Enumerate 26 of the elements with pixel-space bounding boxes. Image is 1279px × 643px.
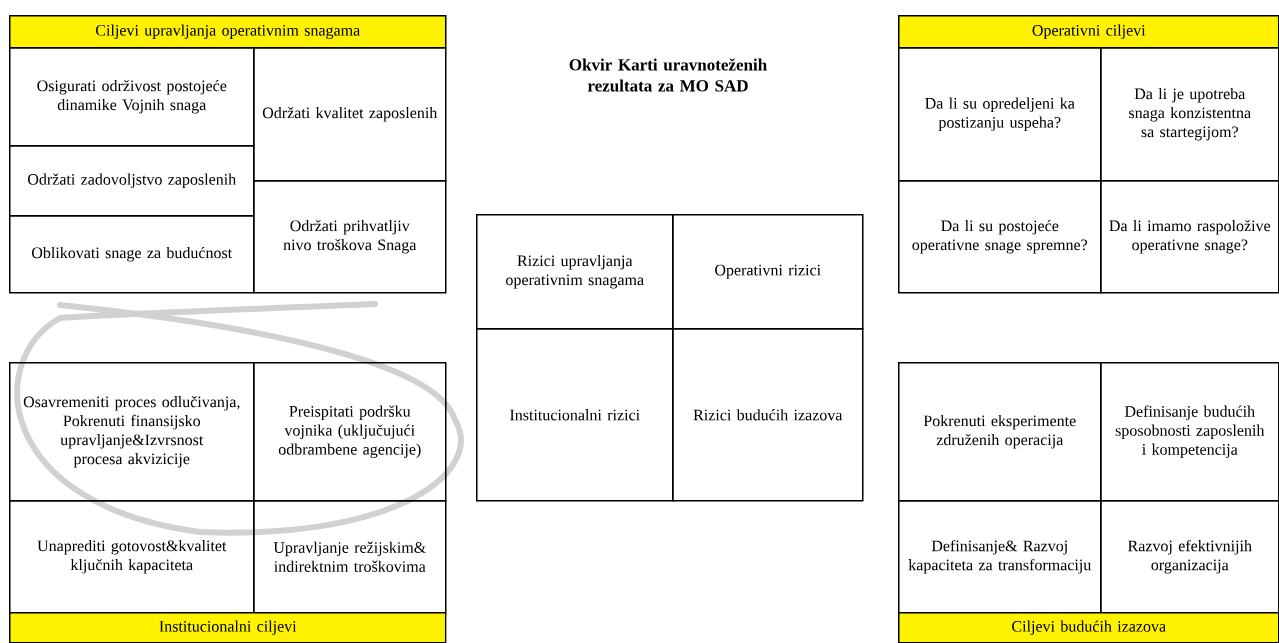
table-cell: Održati kvalitet zaposlenih	[253, 47, 447, 182]
table-cell: Pokrenuti eksperimente združenih operacija	[898, 362, 1102, 502]
table-cell: Razvoj efektivnijih organizacija	[1100, 500, 1279, 614]
table-cell: Unaprediti gotovost&kvalitet ključnih kapaciteta	[9, 500, 255, 614]
table-cell: Definisanje budućih sposobnosti zaposlenih i kompetencija	[1100, 362, 1279, 502]
table-cell: Oblikovati snage za budućnost	[9, 215, 255, 294]
table-cell: Operativni rizici	[672, 214, 864, 330]
table-cell: Institucionalni rizici	[476, 328, 674, 502]
header-band: Operativni ciljevi	[898, 15, 1279, 49]
table-cell: Da li su postojeće operativne snage spremne?	[898, 180, 1102, 294]
table-cell: Definisanje& Razvoj kapaciteta za transformaciju	[898, 500, 1102, 614]
table-cell: Rizici budućih izazova	[672, 328, 864, 502]
header-band: Ciljevi budućih izazova	[898, 612, 1279, 643]
table-cell: Rizici upravljanja operativnim snagama	[476, 214, 674, 330]
table-cell: Održati prihvatljiv nivo troškova Snaga	[253, 180, 447, 294]
header-band: Ciljevi upravljanja operativnim snagama	[9, 15, 447, 49]
table-cell: Da li imamo raspoložive operativne snage?	[1100, 180, 1279, 294]
header-band: Institucionalni ciljevi	[9, 612, 447, 643]
table-cell: Održati zadovoljstvo zaposlenih	[9, 145, 255, 217]
table-cell: Da li su opredeljeni ka postizanju uspeha?	[898, 47, 1102, 182]
table-cell: Osigurati održivost postojeće dinamike Vojnih snaga	[9, 47, 255, 147]
table-cell: Upravljanje režijskim& indirektnim troškovima	[253, 500, 447, 614]
table-cell: Preispitati podršku vojnika (uključujući odbrambene agencije)	[253, 362, 447, 502]
table-cell: Da li je upotreba snaga konzistentna sa startegijom?	[1100, 47, 1279, 182]
table-cell: Osavremeniti proces odlučivanja, Pokrenuti finansijsko upravljanje&Izvrsnost procesa akvizicije	[9, 362, 255, 502]
title-text: Okvir Karti uravnoteženih rezultata za MO SAD	[569, 58, 767, 92]
